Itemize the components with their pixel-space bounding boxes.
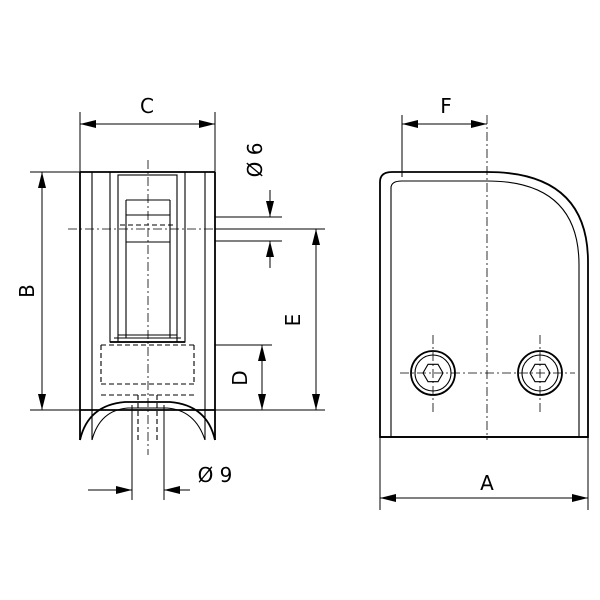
dimension-d-label: D xyxy=(228,370,252,385)
hex-socket-screw-right-icon xyxy=(517,350,563,396)
dimension-hole-diameter: Ø 6 xyxy=(215,143,282,268)
hex-socket-screw-left-icon xyxy=(410,350,456,396)
dimension-groove-diameter: Ø 9 xyxy=(88,405,232,500)
side-view xyxy=(68,160,225,455)
dimension-f-label: F xyxy=(440,94,452,118)
front-view xyxy=(379,115,589,440)
dimension-hole-diameter-label: Ø 6 xyxy=(243,143,267,178)
side-view-outline xyxy=(79,171,216,441)
front-view-outline xyxy=(379,171,589,438)
front-view-inner-edge xyxy=(390,180,580,437)
dimension-e: E xyxy=(215,228,325,411)
dimension-c-label: C xyxy=(140,94,154,118)
dimension-b-label: B xyxy=(15,284,39,298)
glass-slot xyxy=(109,171,186,343)
dimension-d: D xyxy=(215,344,272,410)
dimension-b: B xyxy=(15,171,80,411)
dimension-a-label: A xyxy=(480,471,494,495)
dimension-groove-diameter-label: Ø 9 xyxy=(198,463,233,487)
hidden-lines xyxy=(100,224,195,440)
dimension-a: A xyxy=(379,437,589,510)
dimension-e-label: E xyxy=(281,314,305,327)
dimension-c: C xyxy=(79,94,216,172)
dimension-f: F xyxy=(401,94,487,177)
